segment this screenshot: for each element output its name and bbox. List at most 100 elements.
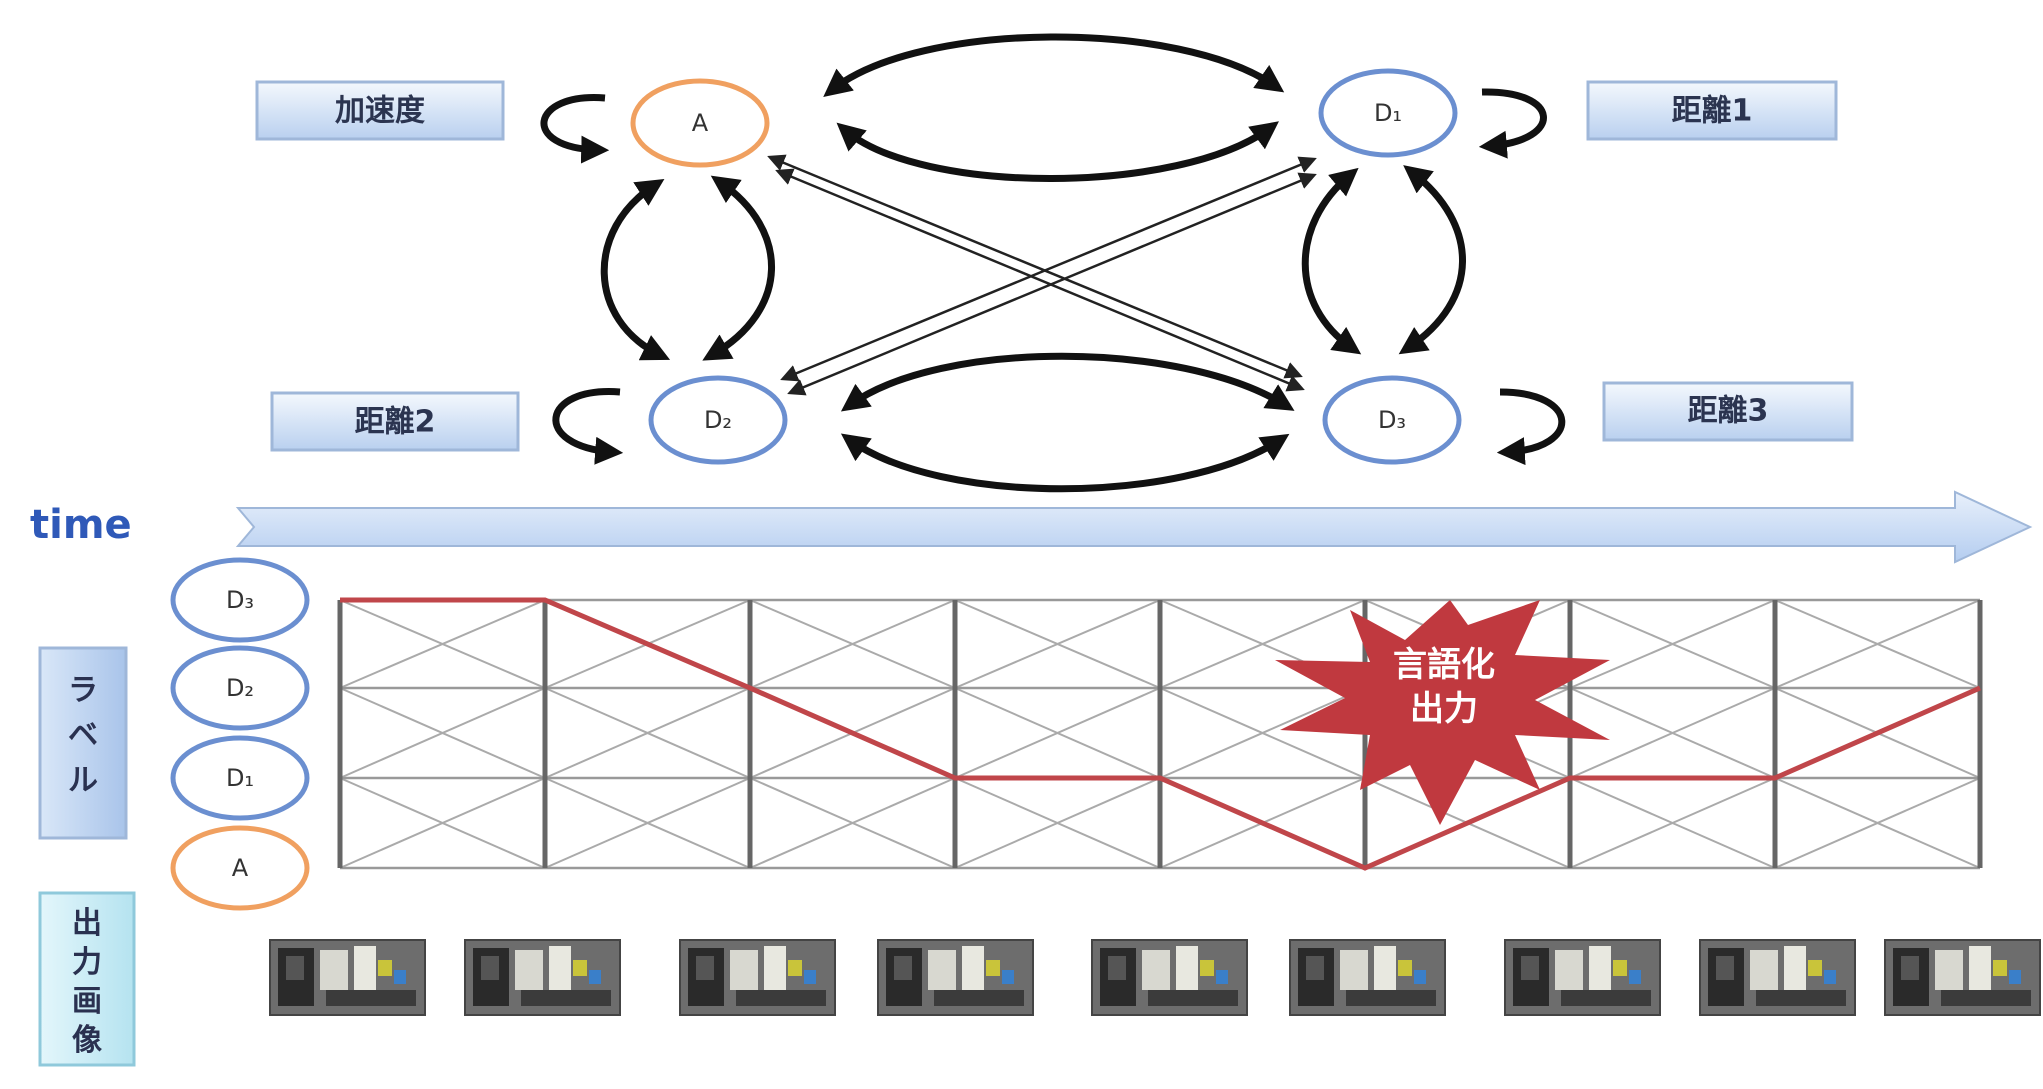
thumbnail-detail — [1756, 990, 1846, 1006]
thumbnail-detail — [1808, 960, 1822, 976]
thumbnail-detail — [986, 960, 1000, 976]
label-box-dist1: 距離1 — [1586, 80, 1838, 141]
thumbnail-detail — [1561, 990, 1651, 1006]
row-label-D1: D₁ — [170, 735, 310, 821]
thumbnail-detail — [1824, 970, 1836, 984]
thumbnail-detail — [730, 950, 758, 990]
output-frame-thumbnail — [269, 939, 426, 1016]
thumbnail-detail — [928, 950, 956, 990]
burst-line1: 言語化 — [1393, 645, 1495, 685]
arc-D3-to-D1-arrow — [1398, 165, 1466, 355]
thumbnail-detail — [1993, 960, 2007, 976]
thumbnail-detail — [764, 946, 786, 996]
label-dist1-text: 距離1 — [1672, 94, 1753, 129]
diag-A-to-D3-arrow — [767, 154, 1303, 379]
thumbnail-detail — [1969, 946, 1991, 996]
trellis-transition — [954, 599, 1161, 689]
self-loop-D2-arrow — [552, 388, 624, 465]
trellis-transition — [749, 777, 956, 869]
output-frame-thumbnail — [1091, 939, 1248, 1016]
trellis-transition — [1774, 599, 1981, 689]
thumbnail-detail — [354, 946, 376, 996]
label-box-dist2: 距離2 — [270, 391, 520, 452]
label-dist3-text: 距離3 — [1688, 394, 1769, 429]
thumbnail-detail — [894, 956, 912, 980]
svg-text:D₁: D₁ — [1374, 99, 1402, 127]
trellis-transition — [954, 777, 1161, 869]
thumbnail-detail — [1901, 956, 1919, 980]
side-output-box: 出 力 画 像 — [38, 891, 136, 1067]
thumbnail-detail — [1784, 946, 1806, 996]
svg-text:A: A — [232, 854, 249, 882]
node-D1: D₁ — [1318, 68, 1458, 158]
thumbnail-detail — [1398, 960, 1412, 976]
trellis-transition — [544, 777, 751, 869]
svg-text:D₂: D₂ — [704, 406, 732, 434]
thumbnail-detail — [1176, 946, 1198, 996]
time-arrow — [235, 490, 2033, 564]
self-loop-A-arrow — [540, 94, 610, 164]
side-output-text-1: 出 — [72, 906, 102, 941]
label-dist2-text: 距離2 — [355, 405, 436, 440]
thumbnail-detail — [1200, 960, 1214, 976]
thumbnail-detail — [1941, 990, 2031, 1006]
self-loop-D1-arrow — [1478, 88, 1547, 159]
side-output-text-2: 力 — [72, 945, 102, 980]
thumbnail-detail — [320, 950, 348, 990]
trellis-transition — [339, 777, 546, 869]
self-loop-D3-arrow — [1496, 388, 1566, 466]
thumbnail-detail — [1750, 950, 1778, 990]
row-label-D2: D₂ — [170, 645, 310, 731]
svg-text:D₃: D₃ — [1378, 406, 1406, 434]
row-label-D3: D₃ — [170, 557, 310, 643]
svg-text:D₂: D₂ — [226, 674, 254, 702]
trellis-transition — [1159, 687, 1366, 779]
thumbnail-detail — [549, 946, 571, 996]
row-label-A: A — [170, 825, 310, 911]
thumbnail-detail — [521, 990, 611, 1006]
side-label-text-1: ラ — [68, 673, 98, 708]
thumbnail-detail — [326, 990, 416, 1006]
output-frame-thumbnail — [464, 939, 621, 1016]
thumbnail-detail — [1935, 950, 1963, 990]
thumbnail-detail — [481, 956, 499, 980]
thumbnail-detail — [696, 956, 714, 980]
output-frame-thumbnail — [1884, 939, 2041, 1016]
side-output-text-4: 像 — [72, 1023, 102, 1058]
trellis-transition — [339, 687, 546, 779]
svg-text:D₃: D₃ — [226, 586, 254, 614]
trellis-transition — [544, 687, 751, 779]
thumbnail-detail — [1306, 956, 1324, 980]
thumbnail-detail — [1521, 956, 1539, 980]
side-output-text-3: 画 — [72, 984, 102, 1019]
diag-D2-to-D1-arrow-2 — [787, 172, 1317, 396]
thumbnail-detail — [1142, 950, 1170, 990]
trellis-grid — [337, 598, 1983, 870]
arc-D1-to-A-arrow — [836, 121, 1279, 182]
arc-D2-to-D3-arrow — [840, 352, 1295, 412]
output-thumbnails — [269, 939, 2041, 1016]
thumbnail-detail — [1108, 956, 1126, 980]
arc-D2-to-A-arrow — [702, 175, 775, 361]
trellis-transition — [1159, 599, 1366, 689]
thumbnail-detail — [1374, 946, 1396, 996]
trellis-transition — [749, 599, 956, 689]
output-frame-thumbnail — [679, 939, 836, 1016]
arc-A-to-D1-arrow — [823, 33, 1285, 97]
thumbnail-detail — [1613, 960, 1627, 976]
trellis-transition — [1569, 777, 1776, 869]
svg-text:A: A — [692, 109, 709, 137]
thumbnail-detail — [804, 970, 816, 984]
trellis-transition — [1774, 777, 1981, 869]
thumbnail-detail — [1340, 950, 1368, 990]
label-box-dist3: 距離3 — [1602, 381, 1854, 442]
burst-shape — [1275, 600, 1610, 825]
output-frame-thumbnail — [877, 939, 1034, 1016]
arc-A-to-D2-arrow — [600, 178, 671, 361]
trellis-transition — [954, 687, 1161, 779]
thumbnail-detail — [378, 960, 392, 976]
thumbnail-detail — [1589, 946, 1611, 996]
state-path-line — [340, 597, 1982, 871]
side-label-box: ラ ベ ル — [38, 646, 128, 840]
